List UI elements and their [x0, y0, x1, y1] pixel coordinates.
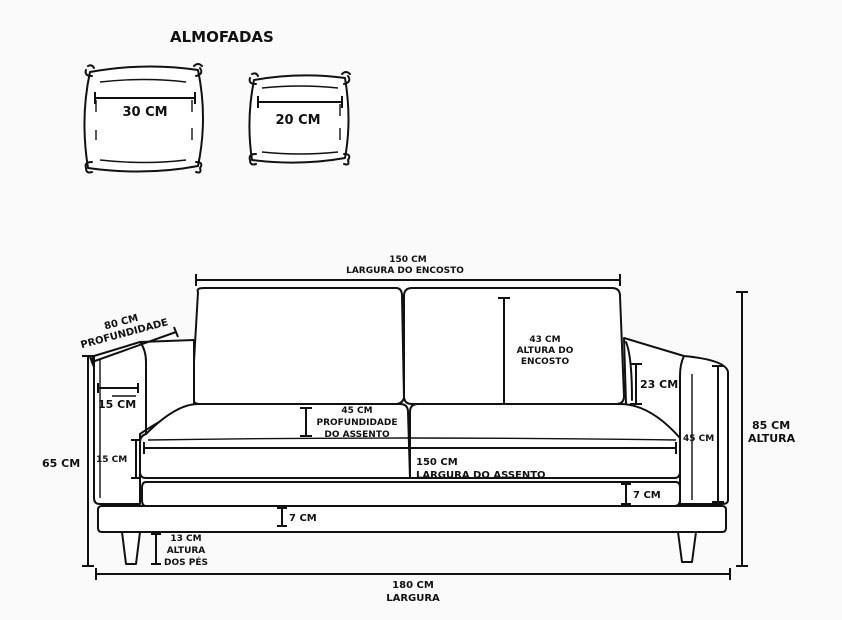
- backrest-width-value: 150 CM: [389, 255, 427, 265]
- total-width-label: LARGURA: [386, 593, 440, 604]
- seat-depth-line1: PROFUNDIDADE: [316, 418, 397, 428]
- pillow-small-label: 20 CM: [275, 113, 320, 128]
- sofa-drawing: [91, 287, 729, 565]
- title: ALMOFADAS: [170, 28, 274, 46]
- total-width-value: 180 CM: [392, 580, 434, 591]
- backrest-width-label: LARGURA DO ENCOSTO: [346, 266, 464, 276]
- arm-height-left-value: 15 CM: [96, 455, 127, 465]
- sofa-base: [97, 505, 727, 533]
- arm-width-value: 15 CM: [98, 398, 136, 411]
- seat-width-value: 150 CM: [416, 457, 458, 468]
- seat-width-label: LARGURA DO ASSENTO: [416, 470, 546, 481]
- pillow-large: 30 CM: [83, 63, 204, 174]
- pillow-large-label: 30 CM: [122, 105, 167, 120]
- feet-line2: DOS PÉS: [164, 556, 208, 568]
- front-strip: [141, 481, 681, 507]
- back-cushion-right: [403, 287, 625, 405]
- total-height-value: 85 CM: [752, 419, 790, 432]
- arm-height-right-value: 45 CM: [683, 434, 714, 444]
- foot-right: [677, 531, 697, 563]
- foot-left: [121, 531, 141, 565]
- pillow-small: 20 CM: [248, 71, 351, 166]
- seat-depth-line2: DO ASSENTO: [324, 430, 390, 440]
- backrest-height-value: 43 CM: [529, 335, 560, 345]
- backrest-height-line2: ENCOSTO: [521, 357, 570, 367]
- feet-value: 13 CM: [170, 534, 201, 544]
- seat-cushion-right: [409, 403, 681, 479]
- back-cushion-left: [191, 287, 405, 405]
- seat-depth-value: 45 CM: [341, 406, 372, 416]
- total-height-label: ALTURA: [748, 432, 796, 445]
- feet-line1: ALTURA: [167, 546, 206, 556]
- backrest-height-line1: ALTURA DO: [517, 346, 574, 356]
- cushion-thickness-value: 7 CM: [633, 490, 661, 501]
- arm-drop-value: 23 CM: [640, 378, 678, 391]
- side-height-value: 65 CM: [42, 457, 80, 470]
- base-thickness-value: 7 CM: [289, 513, 317, 524]
